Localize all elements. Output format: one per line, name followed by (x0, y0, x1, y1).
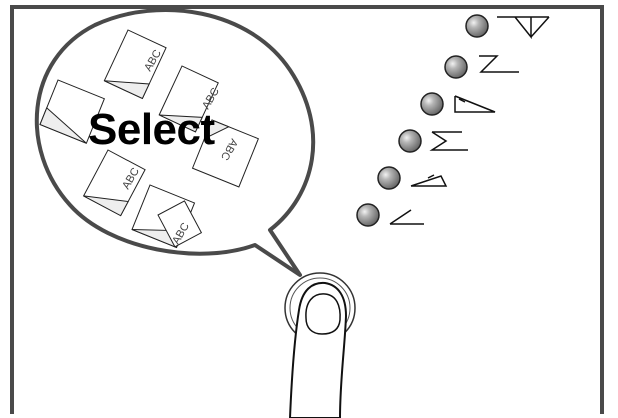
staple-double-top-icon (454, 95, 496, 113)
paper-sheet (82, 149, 146, 217)
staple-right-side-icon (410, 174, 448, 187)
paper-sheet (158, 65, 219, 133)
finger (288, 281, 348, 418)
paper-sheet (39, 79, 106, 144)
option-6[interactable] (356, 203, 424, 227)
option-3[interactable] (420, 92, 496, 116)
paper-sheet (157, 200, 203, 248)
staple-corner-icon (389, 209, 424, 225)
option-2[interactable] (444, 55, 519, 79)
option-1[interactable] (465, 14, 550, 40)
staple-double-left-icon (429, 131, 468, 151)
paper-sheet (191, 119, 260, 188)
option-buttons (356, 14, 550, 227)
paper-sheet (103, 29, 167, 100)
staple-top-left-icon (497, 16, 550, 40)
select-heading: Select (88, 105, 215, 154)
panel-frame (10, 5, 604, 414)
option-4[interactable] (398, 129, 468, 153)
staple-top-right-icon (479, 55, 519, 73)
paper-sheets (39, 29, 260, 249)
option-5[interactable] (377, 166, 448, 190)
